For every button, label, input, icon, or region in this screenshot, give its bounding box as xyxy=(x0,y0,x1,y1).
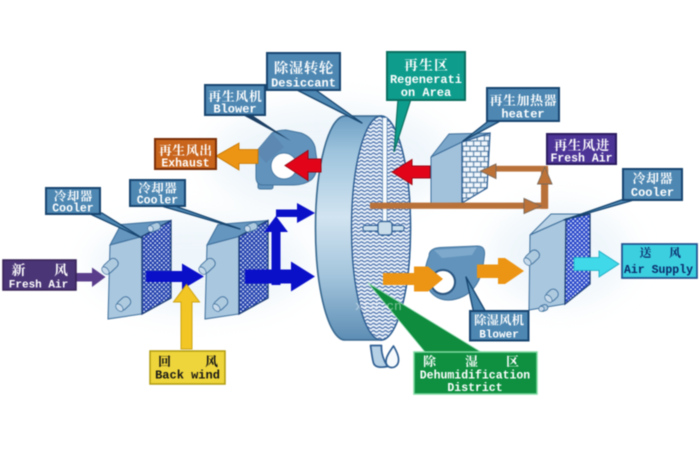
svg-text:xtd.cn: xtd.cn xyxy=(355,299,402,314)
svg-text:Exhaust: Exhaust xyxy=(161,158,209,171)
svg-text:Blower: Blower xyxy=(213,103,256,117)
svg-text:Blower: Blower xyxy=(479,330,519,342)
svg-text:Fresh Air: Fresh Air xyxy=(550,153,612,166)
svg-text:Dehumidification: Dehumidification xyxy=(420,370,531,383)
svg-text:Air Supply: Air Supply xyxy=(624,264,693,277)
svg-text:heater: heater xyxy=(501,108,544,122)
svg-text:Fresh Air: Fresh Air xyxy=(9,280,68,292)
svg-text:Back wind: Back wind xyxy=(155,369,220,383)
svg-text:Regenerati: Regenerati xyxy=(390,73,462,87)
svg-text:Cooler: Cooler xyxy=(631,186,674,200)
svg-text:Cooler: Cooler xyxy=(52,203,94,216)
svg-text:District: District xyxy=(447,382,502,395)
svg-text:Cooler: Cooler xyxy=(137,195,179,208)
svg-text:on Area: on Area xyxy=(401,86,451,100)
svg-text:Desiccant: Desiccant xyxy=(271,77,336,91)
